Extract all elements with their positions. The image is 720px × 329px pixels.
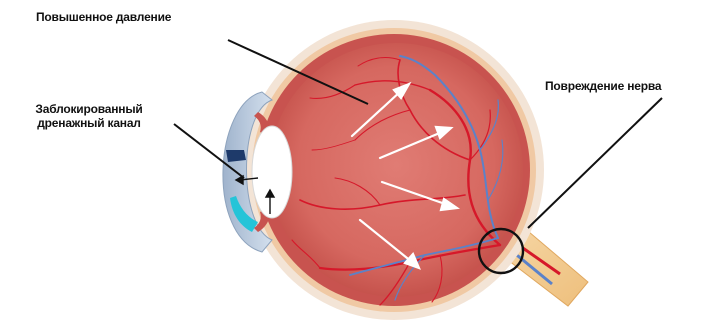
lens bbox=[252, 126, 292, 218]
label-nerve-damage: Повреждение нерва bbox=[545, 79, 661, 93]
label-blocked-drain-line2: дренажный канал bbox=[8, 116, 170, 130]
label-blocked-drain-line1: Заблокированный bbox=[8, 102, 170, 116]
label-blocked-drain: Заблокированный дренажный канал bbox=[8, 102, 170, 130]
pointer-nerve-damage bbox=[528, 98, 662, 228]
label-increased-pressure: Повышенное давление bbox=[36, 10, 171, 24]
